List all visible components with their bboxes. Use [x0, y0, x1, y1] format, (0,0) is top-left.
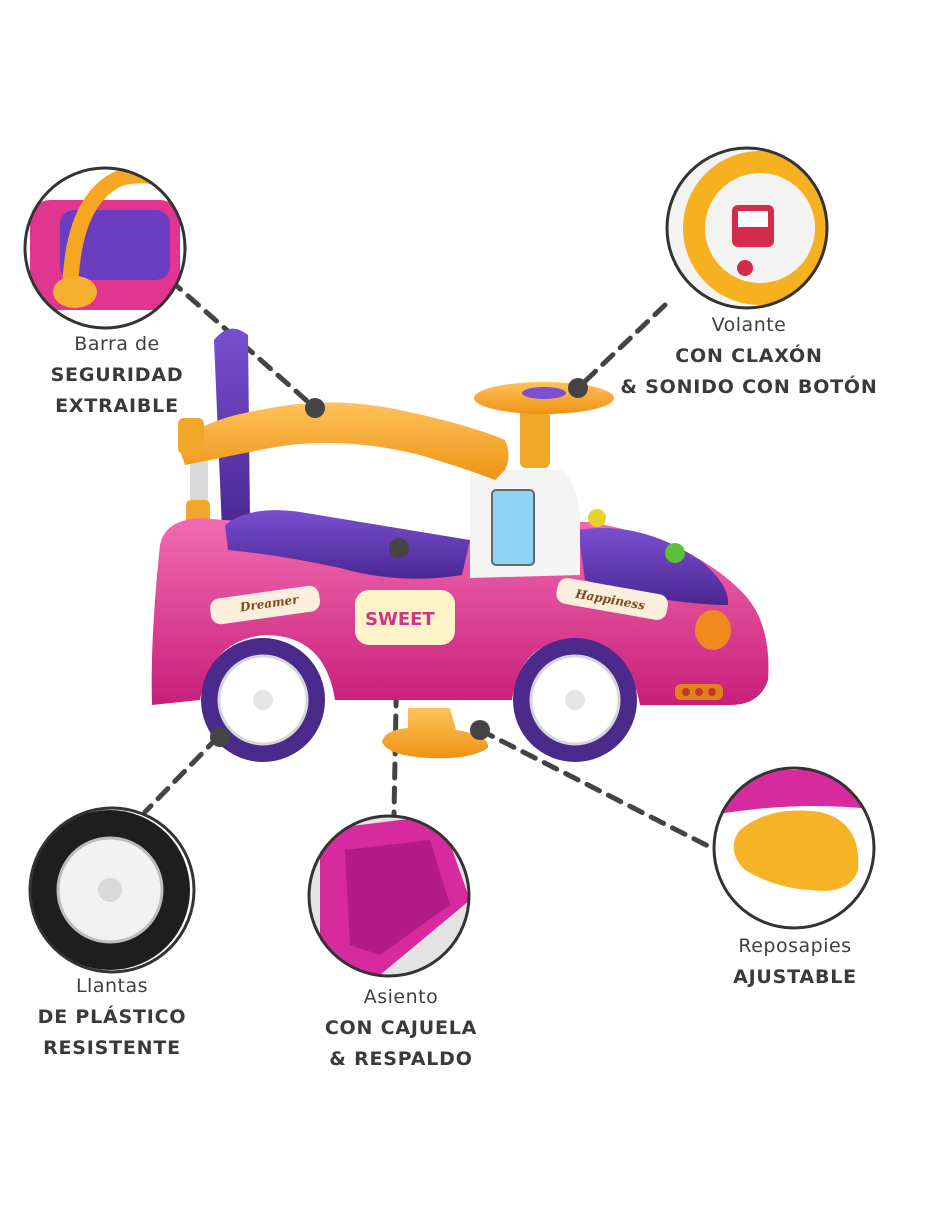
connector-dots	[210, 378, 588, 747]
dot-llantas	[210, 727, 230, 747]
decal-sweet-text: SWEET	[365, 609, 435, 630]
front-wheel	[513, 638, 637, 762]
label-asiento-line1: Asiento	[363, 986, 439, 1008]
decal-dreamer: Dreamer	[210, 585, 320, 625]
decal-sweet: SWEET	[355, 590, 455, 645]
dot-barra	[305, 398, 325, 418]
label-volante: Volante CON CLAXÓN & SONIDO CON BOTÓN	[608, 310, 890, 403]
label-asiento-line2: CON CAJUELA	[324, 1017, 478, 1039]
label-llantas-line2: DE PLÁSTICO	[37, 1006, 187, 1028]
label-volante-line2: CON CLAXÓN	[675, 345, 823, 367]
label-llantas-line1: Llantas	[75, 975, 149, 997]
label-reposapies-line1: Reposapies	[738, 935, 852, 957]
label-barra-line1: Barra de	[74, 333, 160, 355]
dot-volante	[568, 378, 588, 398]
detail-bubble-llantas	[28, 806, 196, 974]
detail-bubble-barra	[23, 166, 187, 330]
dot-reposapies	[470, 720, 490, 740]
label-reposapies-line2: AJUSTABLE	[733, 966, 857, 988]
label-asiento: Asiento CON CAJUELA & RESPALDO	[296, 982, 506, 1075]
detail-bubble-asiento	[307, 814, 471, 978]
connector-llantas	[142, 734, 221, 815]
connector-reposapies	[477, 727, 715, 851]
dot-asiento	[389, 538, 409, 558]
rear-wheel	[201, 638, 325, 762]
ride-on-car: Dreamer SWEET Happiness	[151, 328, 769, 762]
label-reposapies: Reposapies AJUSTABLE	[700, 931, 890, 993]
detail-bubble-reposapies	[712, 766, 876, 930]
connector-volante	[575, 302, 668, 391]
label-llantas-line3: RESISTENTE	[43, 1037, 181, 1059]
label-asiento-line3: & RESPALDO	[329, 1048, 473, 1070]
label-volante-line3: & SONIDO CON BOTÓN	[620, 376, 878, 398]
label-barra-line3: EXTRAIBLE	[55, 395, 179, 417]
label-barra: Barra de SEGURIDAD EXTRAIBLE	[22, 329, 212, 422]
label-llantas: Llantas DE PLÁSTICO RESISTENTE	[22, 971, 202, 1064]
detail-bubble-volante	[665, 146, 829, 310]
label-barra-line2: SEGURIDAD	[50, 364, 184, 386]
label-volante-line1: Volante	[711, 314, 787, 336]
